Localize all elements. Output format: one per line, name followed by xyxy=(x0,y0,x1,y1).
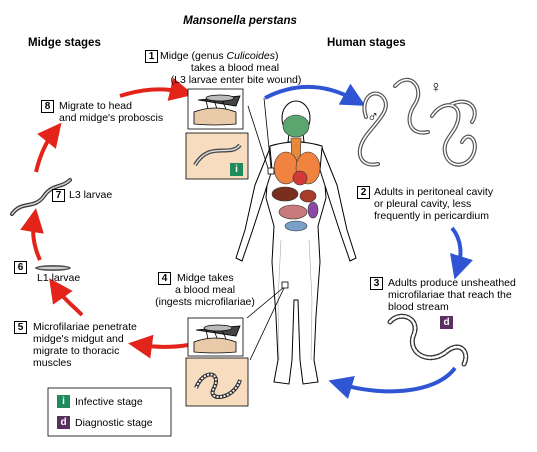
arrow-4-to-5 xyxy=(128,334,189,359)
step-1-number: 1 xyxy=(145,50,158,63)
arrow-1-to-2 xyxy=(264,83,366,106)
female-symbol: ♀ xyxy=(430,79,442,96)
midge-stages-header: Midge stages xyxy=(28,37,101,49)
step-6-label: L1 larvae xyxy=(37,272,81,284)
step-5-line-1: Microfilariae penetrate xyxy=(33,321,137,333)
step-1-line-2: takes a blood meal xyxy=(190,62,280,74)
step-3-line-3: blood stream xyxy=(388,301,449,313)
step-5-line-2: midge's midgut and xyxy=(33,333,124,345)
callout-upper xyxy=(267,167,275,175)
step-1-prefix: Midge (genus xyxy=(160,50,227,62)
step-5-number: 5 xyxy=(14,321,27,334)
step-2-line-3: frequently in pericardium xyxy=(374,210,489,222)
arrow-2-to-3 xyxy=(450,226,473,280)
arrow-5-to-6 xyxy=(49,278,84,317)
arrow-8-to-1 xyxy=(119,77,194,101)
step-1-line-1: Midge (genus Culicoides) xyxy=(160,50,279,62)
page-title: Mansonella perstans xyxy=(183,15,297,27)
step-2-line-2: or pleural cavity, less xyxy=(374,198,472,210)
step-8-line-2: and midge's proboscis xyxy=(59,112,164,124)
step-4-line-3: (ingests microfilariae) xyxy=(155,296,255,308)
infective-stage-badge: i xyxy=(230,163,243,176)
legend-diagnostic-swatch: d xyxy=(57,416,70,429)
step-4-number: 4 xyxy=(158,272,171,285)
callout-lower xyxy=(281,281,289,289)
arrow-3-to-4 xyxy=(328,366,457,399)
step-4-line-2: a blood meal xyxy=(174,284,236,296)
male-symbol: ♂ xyxy=(367,109,379,126)
step-8-line-1: Migrate to head xyxy=(59,100,132,112)
step-4-line-1: Midge takes xyxy=(177,272,234,284)
skin-panel-top xyxy=(185,132,249,180)
step-7-number: 7 xyxy=(52,189,65,202)
midge-bottom xyxy=(187,317,244,357)
arrow-7-to-8 xyxy=(34,122,62,173)
skin-panel-bottom xyxy=(185,357,249,407)
step-5-line-3: migrate to thoracic xyxy=(33,345,120,357)
step-1-line-3: (L3 larvae enter bite wound) xyxy=(170,74,302,86)
step-8-number: 8 xyxy=(41,100,54,113)
legend-infective-label: Infective stage xyxy=(75,396,143,408)
human-organs xyxy=(271,114,321,232)
l3-larvae xyxy=(10,178,72,216)
step-2-line-1: Adults in peritoneal cavity xyxy=(374,186,494,198)
step-3-number: 3 xyxy=(370,277,383,290)
legend-diagnostic-label: Diagnostic stage xyxy=(75,417,153,429)
l1-larvae xyxy=(35,265,71,271)
human-stages-header: Human stages xyxy=(327,37,406,49)
step-2-number: 2 xyxy=(357,186,370,199)
arrow-6-to-7 xyxy=(20,208,44,261)
step-3-line-1: Adults produce unsheathed xyxy=(388,277,516,289)
step-1-genus: Culicoides xyxy=(226,50,275,62)
diagnostic-stage-badge: d xyxy=(440,316,453,329)
microfilaria-blood xyxy=(387,313,469,367)
step-3-line-2: microfilariae that reach the xyxy=(388,289,512,301)
step-6-number: 6 xyxy=(14,261,27,274)
step-7-label: L3 larvae xyxy=(69,189,113,201)
step-1-suffix: ) xyxy=(275,50,279,62)
step-5-line-4: muscles xyxy=(33,357,72,369)
midge-top xyxy=(187,88,244,130)
legend-infective-swatch: i xyxy=(57,395,70,408)
